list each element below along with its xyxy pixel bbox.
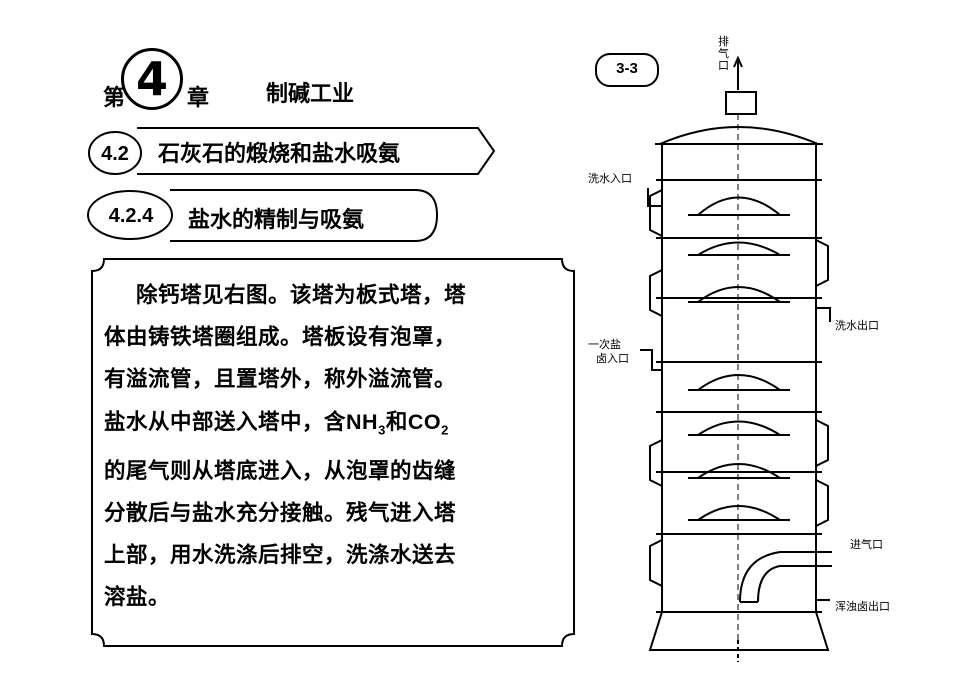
subsection-number: 4.2.4 (108, 205, 154, 227)
chapter-number-circle: 4 (121, 48, 183, 110)
label-wash-water-in: 洗水入口 (588, 172, 632, 185)
content-line-3: 有溢流管，且置塔外，称外溢流管。 (104, 367, 457, 392)
formula-nh3: NH3 (346, 410, 386, 438)
content-line-6: 分散后与盐水充分接触。残气进入塔 (104, 501, 457, 527)
label-turbid-out: 浑浊卤出口 (835, 600, 890, 613)
content-line-8: 溶盐。 (104, 585, 171, 611)
section-banner (88, 127, 496, 175)
label-wash-water-out: 洗水出口 (835, 319, 879, 332)
content-line-5: 的尾气则从塔底进入，从泡罩的齿缝 (104, 459, 457, 485)
label-exhaust: 排气口 (718, 35, 729, 72)
figure-label: 3-3 (616, 60, 638, 77)
label-gas-in: 进气口 (850, 538, 883, 551)
content-line-4: 盐水从中部送入塔中，含NH3和CO2 (104, 401, 574, 451)
content-line-2: 体由铸铁塔圈组成。塔板设有泡罩， (104, 325, 457, 350)
label-brine-in-1: 一次盐 (588, 338, 621, 351)
subsection-banner (87, 189, 439, 242)
label-brine-in-2: 卤入口 (596, 352, 629, 365)
section-title: 石灰石的煅烧和盐水吸氨 (158, 142, 401, 167)
chapter-suffix: 章 (187, 86, 210, 111)
content-line-7: 上部，用水洗涤后排空，洗涤水送去 (104, 543, 457, 569)
content-text: 除钙塔见右图。该塔为板式塔，塔 体由铸铁塔圈组成。塔板设有泡罩， 有溢流管，且置… (104, 275, 574, 619)
section-number: 4.2 (101, 143, 129, 165)
content-line-4-text: 盐水从中部送入塔中，含 (104, 410, 347, 435)
figure-label-frame (595, 53, 659, 87)
chapter-number: 4 (135, 52, 168, 106)
formula-and: 和 (385, 410, 408, 435)
content-box (91, 258, 575, 647)
chapter-title: 制碱工业 (266, 82, 355, 107)
subsection-title: 盐水的精制与吸氨 (188, 208, 365, 233)
tower-diagram (640, 55, 832, 662)
content-line-1: 除钙塔见右图。该塔为板式塔，塔 (136, 283, 467, 308)
formula-co2: CO2 (407, 410, 449, 438)
chapter-prefix: 第 (103, 86, 126, 111)
